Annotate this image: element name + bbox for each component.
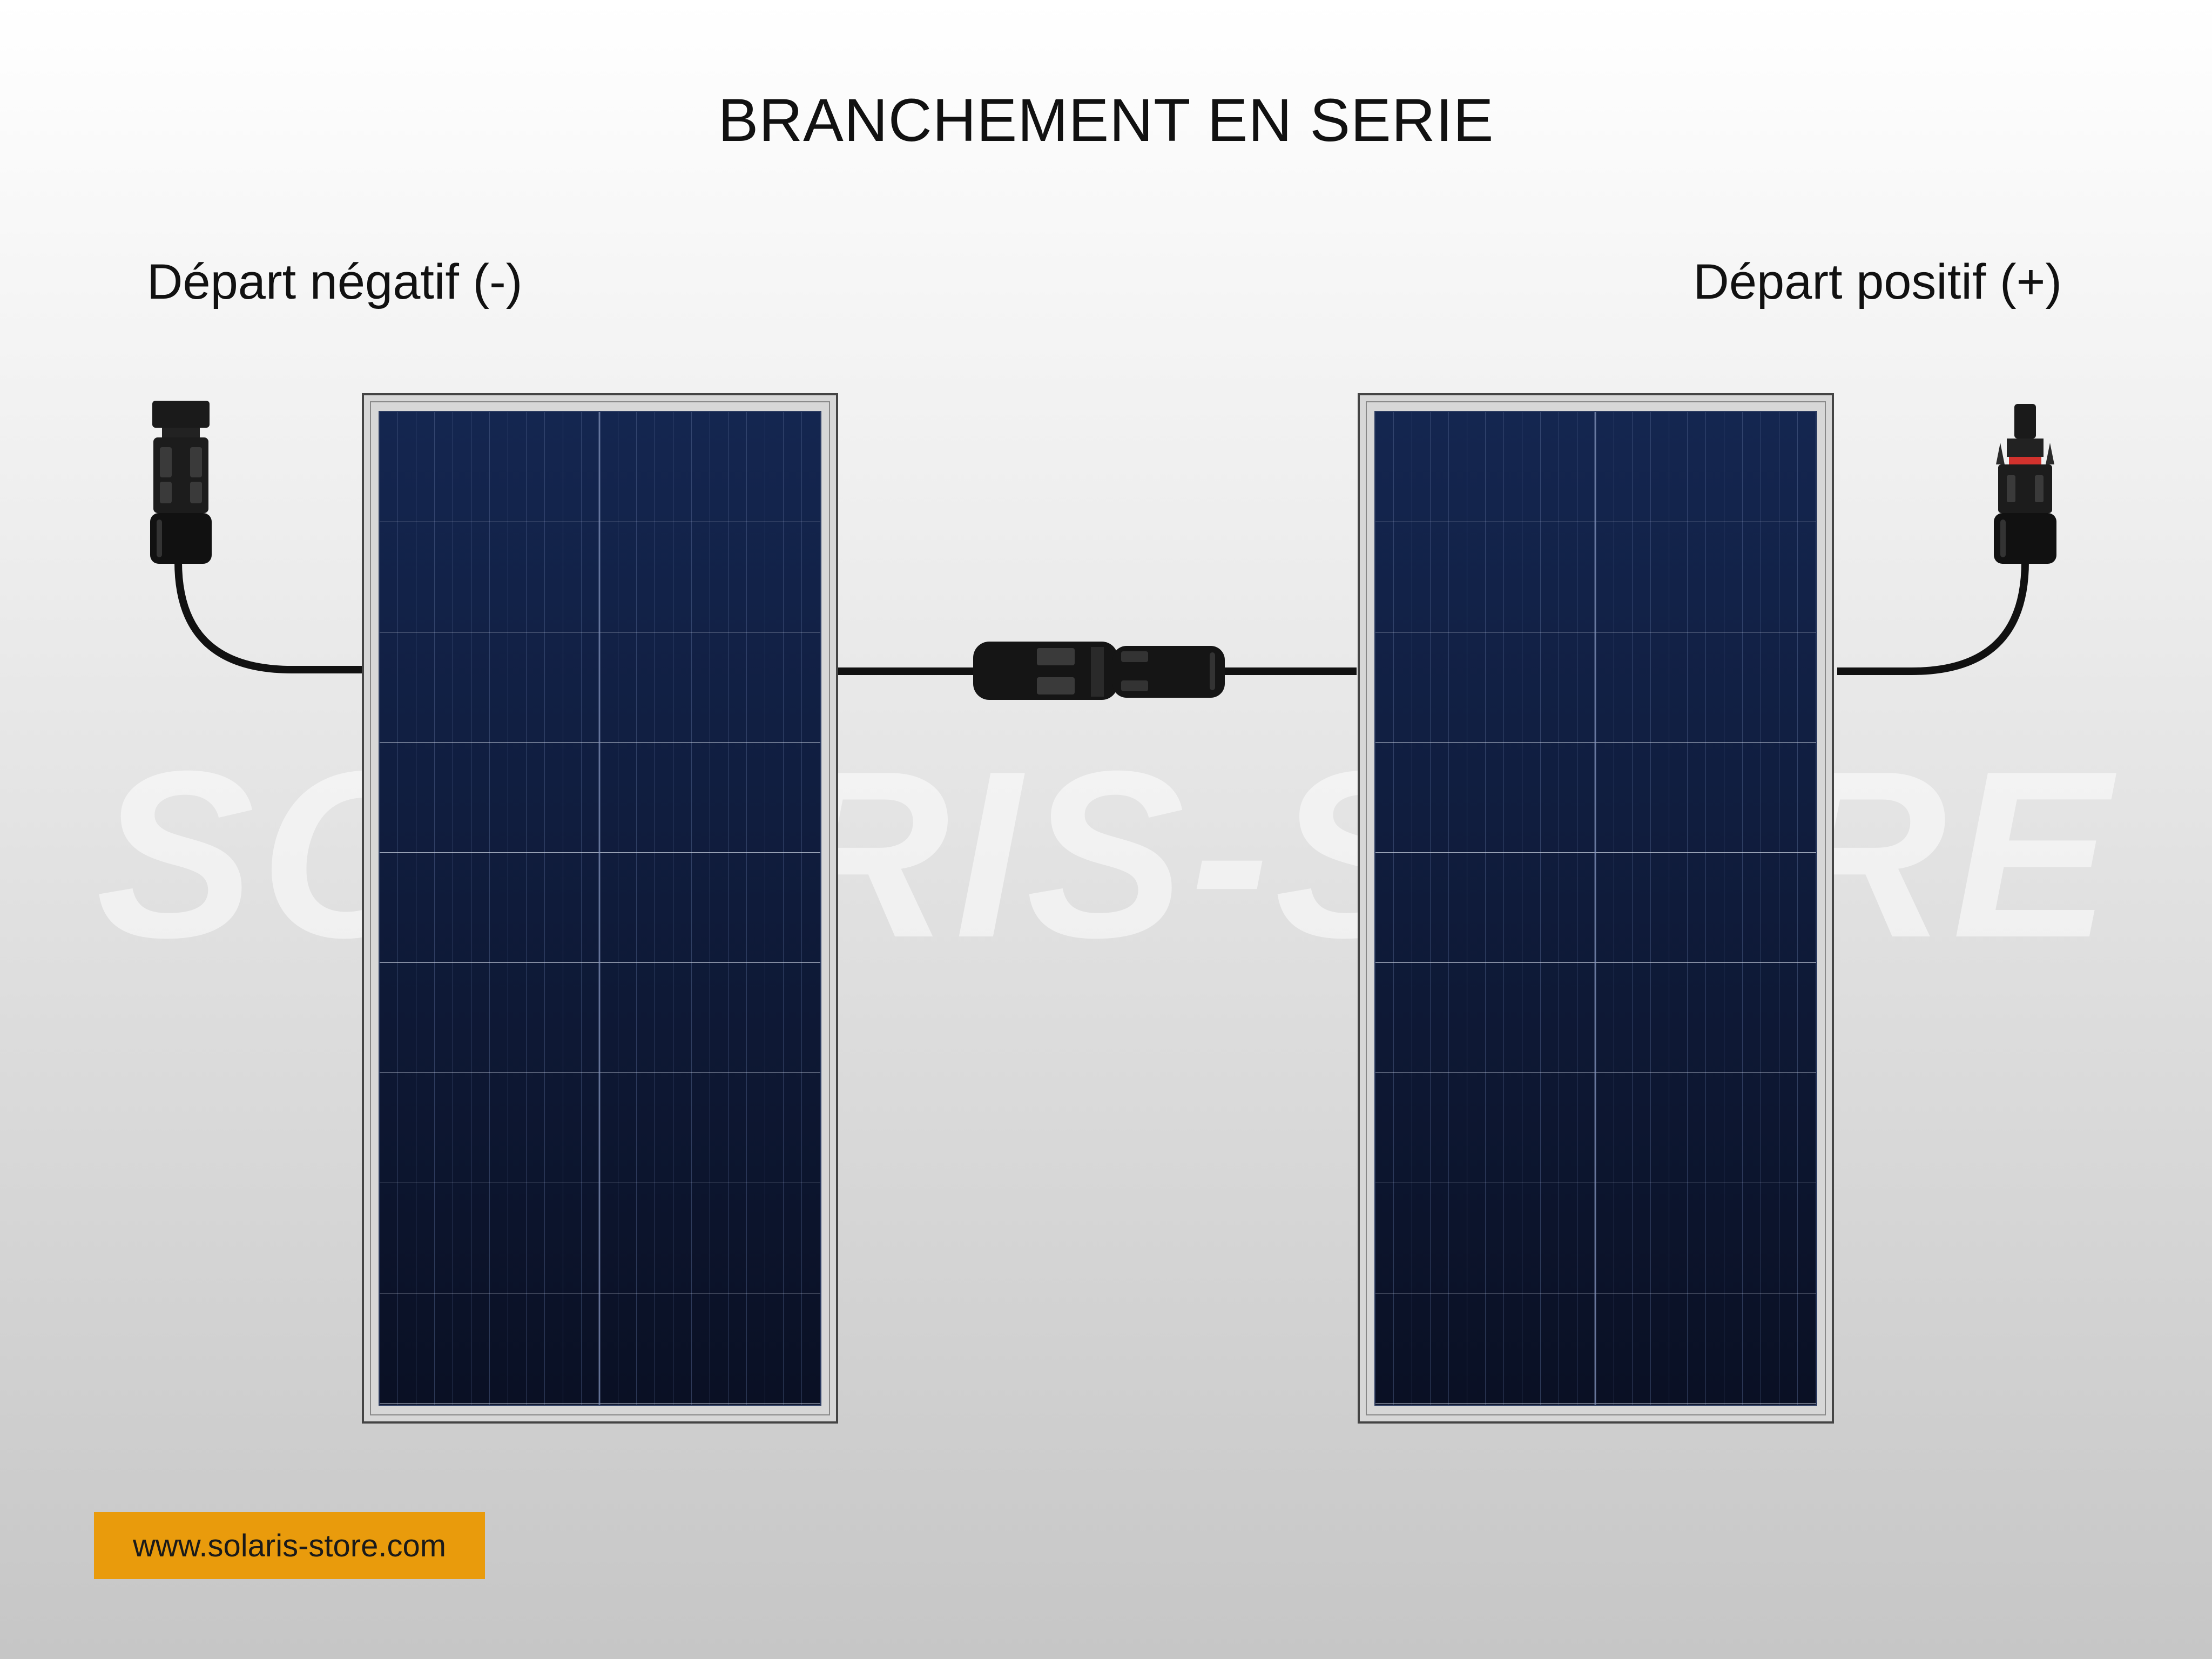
mc4-coupled-connector-icon xyxy=(973,642,1225,700)
cable-positive xyxy=(1837,561,2029,675)
website-url-badge[interactable]: www.solaris-store.com xyxy=(94,1512,485,1579)
negative-output-label: Départ négatif (-) xyxy=(147,254,523,309)
positive-output-label: Départ positif (+) xyxy=(1693,254,2062,309)
cable-negative xyxy=(174,561,364,673)
website-url-text: www.solaris-store.com xyxy=(132,1528,447,1563)
diagram-title: BRANCHEMENT EN SERIE xyxy=(718,86,1494,154)
solar-panel-left xyxy=(362,393,838,1424)
mc4-male-connector-icon xyxy=(1994,404,2056,564)
mc4-female-connector-icon xyxy=(150,401,212,564)
solar-panel-right xyxy=(1358,393,1834,1424)
